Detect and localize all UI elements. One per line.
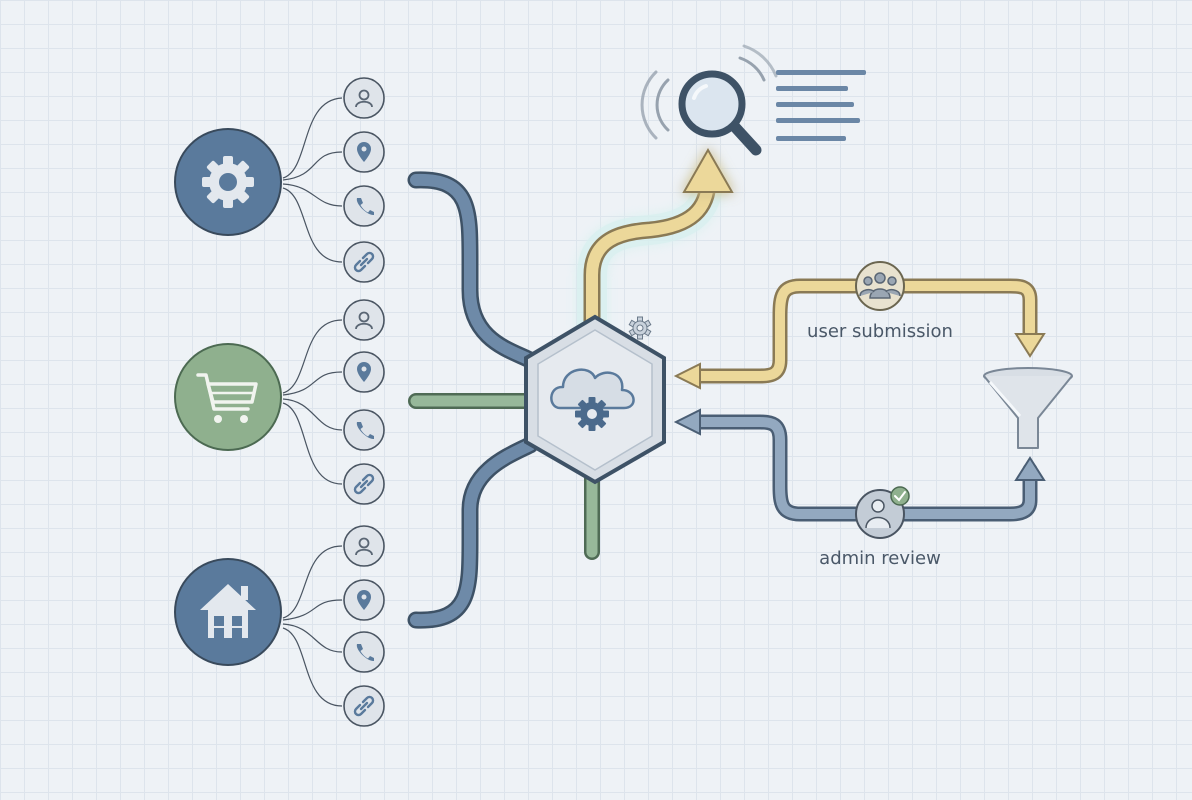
cloud-gear-icon <box>550 368 635 431</box>
link-item-node[interactable] <box>343 241 385 283</box>
user-item-node[interactable] <box>343 77 385 119</box>
arrowhead-left-yellow <box>673 362 701 390</box>
phone-item-node[interactable] <box>343 185 385 227</box>
group-node-settings[interactable] <box>174 128 282 236</box>
link-item-node[interactable] <box>343 685 385 727</box>
funnel-icon[interactable] <box>983 367 1073 449</box>
group-items <box>343 77 385 727</box>
group-node-shop[interactable] <box>174 343 282 451</box>
location-item-node[interactable] <box>343 351 385 393</box>
user-submission-path <box>695 281 1035 381</box>
output-arrow <box>577 147 734 345</box>
users-group-icon <box>859 272 901 299</box>
phone-item-node[interactable] <box>343 409 385 451</box>
central-hub[interactable] <box>524 314 666 485</box>
search-icon <box>678 70 762 156</box>
arrowhead-up-blue <box>1014 456 1046 481</box>
group-node-home[interactable] <box>174 558 282 666</box>
admin-review-path <box>695 417 1035 519</box>
user-submission-node[interactable] <box>855 261 905 311</box>
user-item-node[interactable] <box>343 299 385 341</box>
location-item-node[interactable] <box>343 579 385 621</box>
location-item-node[interactable] <box>343 131 385 173</box>
small-gear-icon <box>628 316 652 340</box>
admin-review-node[interactable] <box>855 486 910 539</box>
gear-icon <box>202 156 254 208</box>
tree-connectors <box>282 97 343 707</box>
arrowhead-down-yellow <box>1014 333 1046 358</box>
admin-user-icon <box>865 499 891 529</box>
home-icon <box>200 584 256 638</box>
hub-pipes <box>407 171 600 629</box>
feedback-loop <box>692 278 1038 522</box>
arrowhead-left-blue <box>673 408 701 436</box>
admin-review-label: admin review <box>819 548 941 569</box>
check-badge-icon <box>890 486 910 506</box>
user-item-node[interactable] <box>343 525 385 567</box>
search-node[interactable] <box>640 44 866 156</box>
shopping-cart-icon <box>196 373 258 423</box>
phone-item-node[interactable] <box>343 631 385 673</box>
signal-waves <box>640 44 778 140</box>
link-item-node[interactable] <box>343 463 385 505</box>
user-submission-label: user submission <box>807 321 953 342</box>
result-lines <box>776 70 866 141</box>
